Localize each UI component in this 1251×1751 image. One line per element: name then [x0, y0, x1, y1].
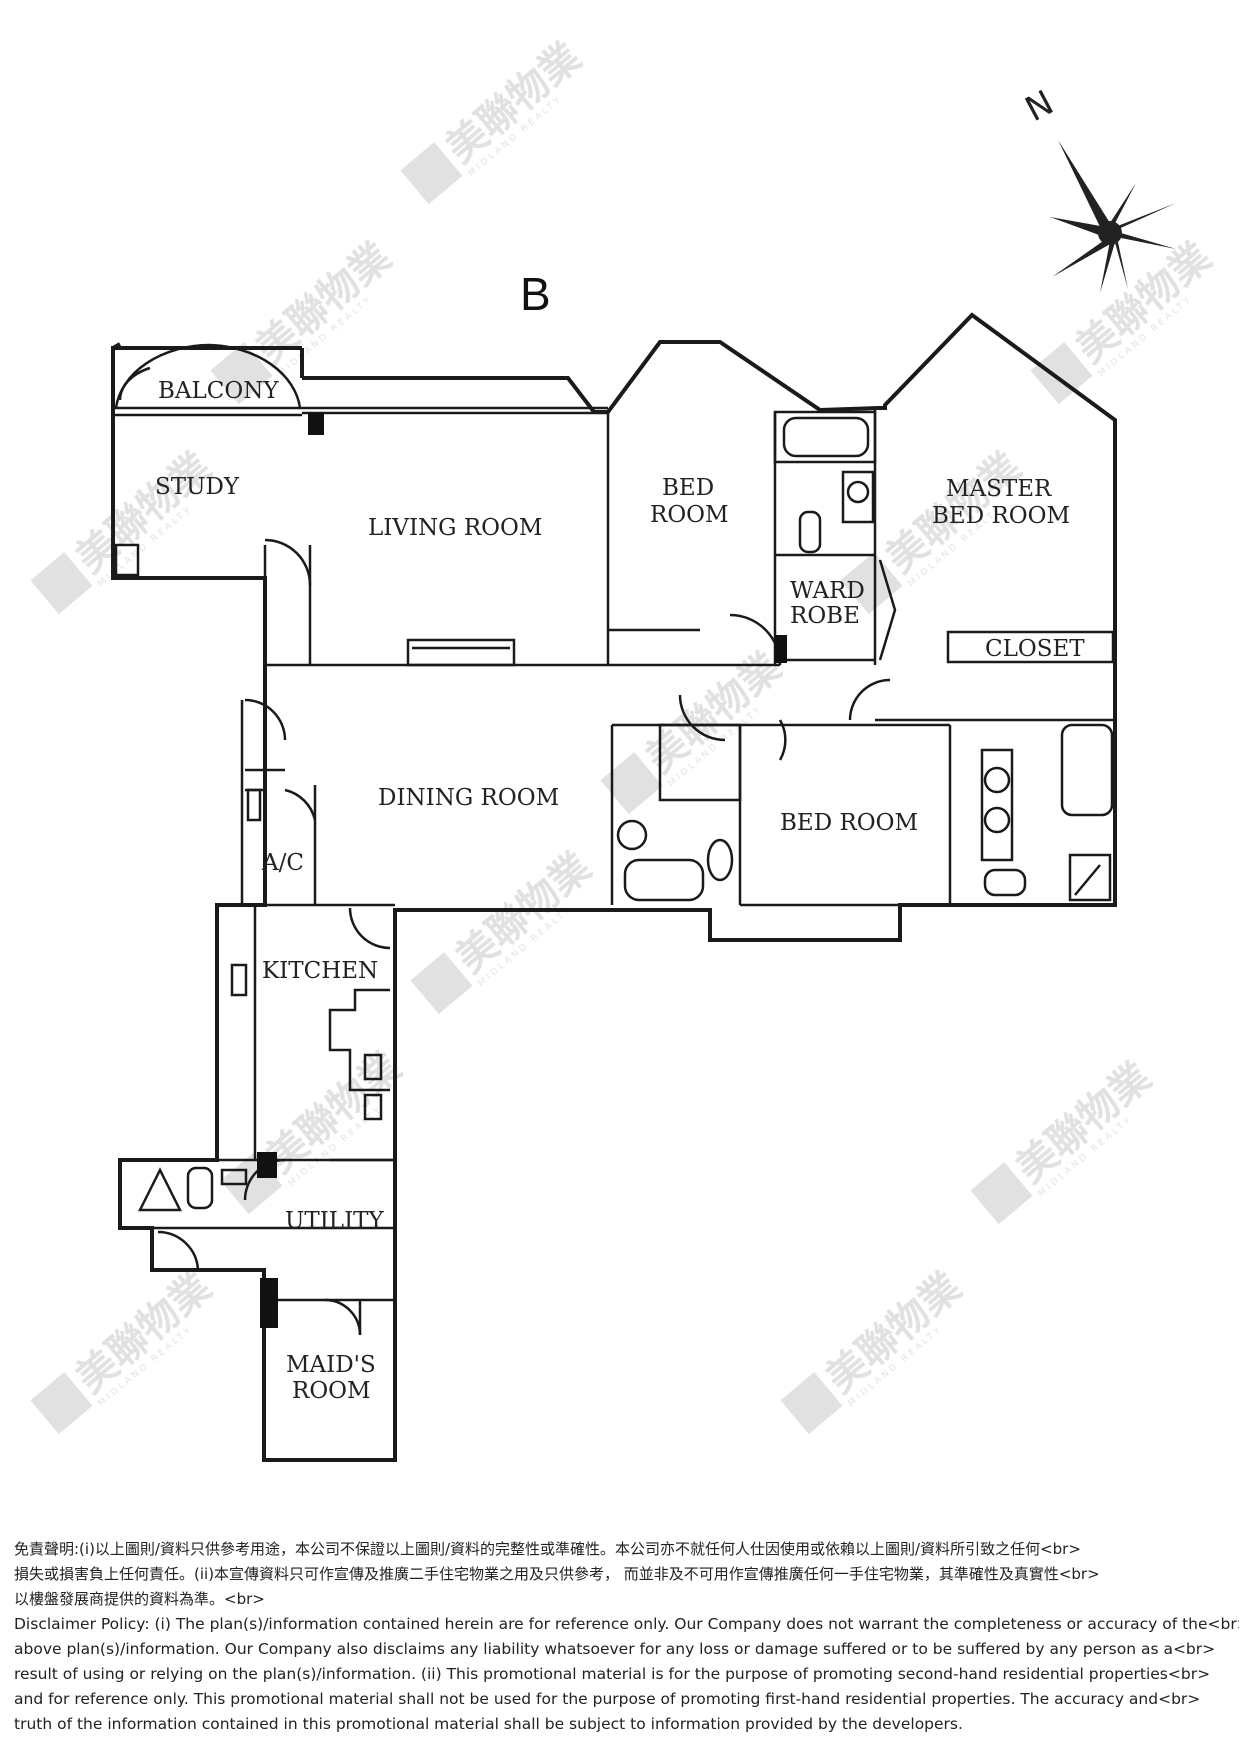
label-wardrobe-line2: ROBE	[790, 603, 860, 629]
label-study: STUDY	[155, 474, 240, 500]
watermark-text: 美聯物業	[438, 34, 590, 172]
watermark-text: 美聯物業	[1008, 1054, 1160, 1192]
label-kitchen: KITCHEN	[262, 958, 378, 984]
walls	[111, 312, 1117, 1462]
watermark-text: 美聯物業	[68, 444, 220, 582]
disclaimer: 免責聲明:(i)以上圖則/資料只供參考用途，本公司不保證以上圖則/資料的完整性或…	[14, 1537, 1239, 1737]
label-master-line1: MASTER	[946, 476, 1052, 502]
watermark-text: 美聯物業	[248, 234, 400, 372]
disclaimer-en-line-5: truth of the information contained in th…	[14, 1715, 963, 1733]
watermark-text: 美聯物業	[448, 844, 600, 982]
label-utility: UTILITY	[285, 1208, 385, 1234]
label-wardrobe-line1: WARD	[790, 578, 865, 604]
label-closet: CLOSET	[985, 636, 1085, 662]
label-maids-room-line1: MAID'S	[286, 1352, 376, 1378]
label-bedroom-1-line1: BED	[662, 475, 714, 501]
label-bedroom-1-line2: ROOM	[650, 502, 729, 528]
interior-walls	[113, 343, 1115, 1336]
label-bedroom-2: BED ROOM	[780, 810, 918, 836]
room-labels: BALCONY STUDY LIVING ROOM BED ROOM MASTE…	[155, 378, 1085, 1404]
label-master-line2: BED ROOM	[932, 503, 1070, 529]
disclaimer-zh-line-1: 免責聲明:(i)以上圖則/資料只供參考用途，本公司不保證以上圖則/資料的完整性或…	[14, 1540, 1081, 1558]
label-balcony: BALCONY	[158, 378, 279, 404]
disclaimer-en-line-3: result of using or relying on the plan(s…	[14, 1665, 1211, 1683]
label-maids-room-line2: ROOM	[292, 1378, 371, 1404]
unit-label: B	[520, 268, 551, 320]
label-dining-room: DINING ROOM	[378, 785, 559, 811]
compass-north-label: N	[1019, 83, 1060, 130]
watermark-text: 美聯物業	[818, 1264, 970, 1402]
label-living-room: LIVING ROOM	[368, 515, 542, 541]
disclaimer-zh-line-2: 損失或損害負上任何責任。(ii)本宣傳資料只可作宣傳及推廣二手住宅物業之用及只供…	[14, 1565, 1100, 1583]
compass-icon: N	[1019, 83, 1176, 293]
disclaimer-zh-line-3: 以樓盤發展商提供的資料為準。<br>	[14, 1590, 265, 1608]
disclaimer-en-line-2: above plan(s)/information. Our Company a…	[14, 1640, 1216, 1658]
disclaimer-en-line-4: and for reference only. This promotional…	[14, 1690, 1201, 1708]
label-ac: A/C	[261, 850, 304, 876]
watermark-text: 美聯物業	[68, 1264, 220, 1402]
disclaimer-en-line-1: Disclaimer Policy: (i) The plan(s)/infor…	[14, 1615, 1239, 1633]
columns	[257, 413, 787, 1328]
